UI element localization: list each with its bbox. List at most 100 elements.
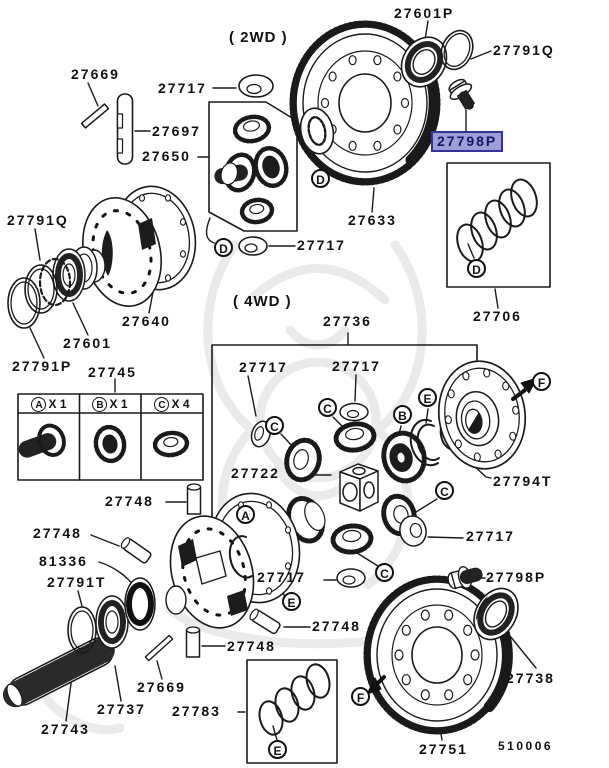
table-27745-grid xyxy=(17,393,204,481)
ring-27791Q-left xyxy=(24,264,58,314)
part-label-81336-23[interactable]: 81336 xyxy=(39,553,88,569)
washer-27717-top xyxy=(238,74,274,98)
part-label-27640-10[interactable]: 27640 xyxy=(122,313,171,329)
pin-27748-4 xyxy=(249,608,281,635)
part-label-27748-27[interactable]: 27748 xyxy=(227,638,276,654)
callout-letter-c-7: C xyxy=(435,481,454,500)
part-label-27751-34[interactable]: 27751 xyxy=(419,741,468,757)
part-label-27633-7[interactable]: 27633 xyxy=(348,212,397,228)
box-27783 xyxy=(246,659,338,764)
part-label-27697-4[interactable]: 27697 xyxy=(152,123,201,139)
section-label-2wd: ( 2WD ) xyxy=(229,29,288,46)
washer-27717-4wd-bottom xyxy=(336,568,366,588)
part-label-27748-26[interactable]: 27748 xyxy=(312,618,361,634)
washer-27717-below-box xyxy=(238,236,268,256)
pin-27748-1 xyxy=(186,483,202,515)
callout-letter-a-3: A xyxy=(236,505,255,524)
bevel-gear-c1 xyxy=(284,437,322,483)
wave-spring xyxy=(38,257,72,307)
bearing-27601P xyxy=(400,36,448,88)
callout-letter-f-12: F xyxy=(532,372,551,391)
bevel-gear-c2 xyxy=(333,421,377,453)
view-arrow-f-bottom xyxy=(366,675,386,695)
part-label-27791T-24[interactable]: 27791T xyxy=(47,574,107,590)
part-label-27791Q-1[interactable]: 27791Q xyxy=(493,42,555,58)
part-label-27783-30[interactable]: 27783 xyxy=(172,703,221,719)
circled-c-icon: C xyxy=(154,396,170,412)
callout-letter-c-8: C xyxy=(375,563,394,582)
rod-27697 xyxy=(116,93,134,165)
table-gear-a xyxy=(18,423,66,458)
spider-cube-4wd xyxy=(339,463,379,512)
side-gear-b xyxy=(381,430,427,484)
callout-letter-b-4: B xyxy=(393,405,412,424)
diff-case-27640 xyxy=(79,185,197,307)
part-label-27717-16[interactable]: 27717 xyxy=(239,359,288,375)
table-col-a-header: A X 1 xyxy=(20,396,78,412)
part-label-27738-33[interactable]: 27738 xyxy=(506,670,555,686)
callout-letter-c-6: C xyxy=(318,398,337,417)
part-label-27791Q-9[interactable]: 27791Q xyxy=(7,212,69,228)
part-label-27706-14[interactable]: 27706 xyxy=(473,308,522,324)
part-label-27794T-19[interactable]: 27794T xyxy=(493,473,553,489)
part-label-27717-21[interactable]: 27717 xyxy=(466,528,515,544)
table-col-c-header: C X 4 xyxy=(143,396,201,412)
ring-27791P xyxy=(7,277,41,329)
table-col-b-qty: X 1 xyxy=(109,397,128,411)
part-label-27798P-32[interactable]: 27798P xyxy=(486,569,547,585)
spline-washer-2wd xyxy=(299,107,335,155)
part-label-27601P-0[interactable]: 27601P xyxy=(394,5,455,21)
leader-lines xyxy=(29,20,537,741)
callout-letter-c-5: C xyxy=(265,416,284,435)
section-label-4wd: ( 4WD ) xyxy=(233,293,292,310)
table-col-b-header: B X 1 xyxy=(81,396,139,412)
part-label-27669-2[interactable]: 27669 xyxy=(71,66,120,82)
part-label-27745-13[interactable]: 27745 xyxy=(88,364,137,380)
part-label-27743-31[interactable]: 27743 xyxy=(41,721,90,737)
snap-ring-27791Q-top xyxy=(440,29,474,71)
callout-letter-d-2: D xyxy=(467,259,486,278)
table-col-a-qty: X 1 xyxy=(48,397,67,411)
part-label-27717-8[interactable]: 27717 xyxy=(297,237,346,253)
callout-letter-d-1: D xyxy=(311,169,330,188)
bevel-gear-c4 xyxy=(330,523,374,555)
part-label-27717-25[interactable]: 27717 xyxy=(257,569,306,585)
diagram-code: 510006 xyxy=(498,739,554,753)
part-label-27791P-12[interactable]: 27791P xyxy=(12,358,73,374)
bolt-27798P-top xyxy=(448,78,475,110)
pin-27669-bottom xyxy=(144,634,174,662)
bearing-stack-2wd xyxy=(7,246,98,329)
callout-letter-e-10: E xyxy=(282,592,301,611)
washer-27717-4wd-top xyxy=(339,402,369,422)
diff-case-4wd xyxy=(165,492,301,629)
bearing-27601 xyxy=(52,248,86,302)
shaft-27743 xyxy=(2,636,118,708)
part-label-27736-15[interactable]: 27736 xyxy=(323,313,372,329)
part-label-27722-18[interactable]: 27722 xyxy=(231,465,280,481)
part-label-27669-28[interactable]: 27669 xyxy=(137,679,186,695)
part-label-27717-17[interactable]: 27717 xyxy=(332,358,381,374)
pin-27748-2 xyxy=(120,537,152,564)
box-27706 xyxy=(446,162,551,288)
box-2wd-diff-kit xyxy=(208,101,298,232)
callout-letter-f-13: F xyxy=(351,687,370,706)
springs-27783 xyxy=(258,663,331,736)
ring-gear-27751 xyxy=(363,575,513,735)
part-label-27650-5[interactable]: 27650 xyxy=(142,148,191,164)
part-label-27737-29[interactable]: 27737 xyxy=(97,701,146,717)
bearing-27737 xyxy=(95,595,129,649)
table-gear-c xyxy=(152,430,190,458)
part-label-27717-3[interactable]: 27717 xyxy=(158,80,207,96)
pin-27669-top xyxy=(80,103,110,129)
circled-b-icon: B xyxy=(92,396,108,412)
snap-ring-e-top xyxy=(409,418,440,467)
ring-81336 xyxy=(124,577,156,631)
part-label-27748-22[interactable]: 27748 xyxy=(33,525,82,541)
part-label-27601-11[interactable]: 27601 xyxy=(63,335,112,351)
part-label-27798P-highlighted-6[interactable]: 27798P xyxy=(431,131,504,152)
table-gear-b xyxy=(93,424,127,464)
circled-a-icon: A xyxy=(31,396,47,412)
part-label-27748-20[interactable]: 27748 xyxy=(105,493,154,509)
